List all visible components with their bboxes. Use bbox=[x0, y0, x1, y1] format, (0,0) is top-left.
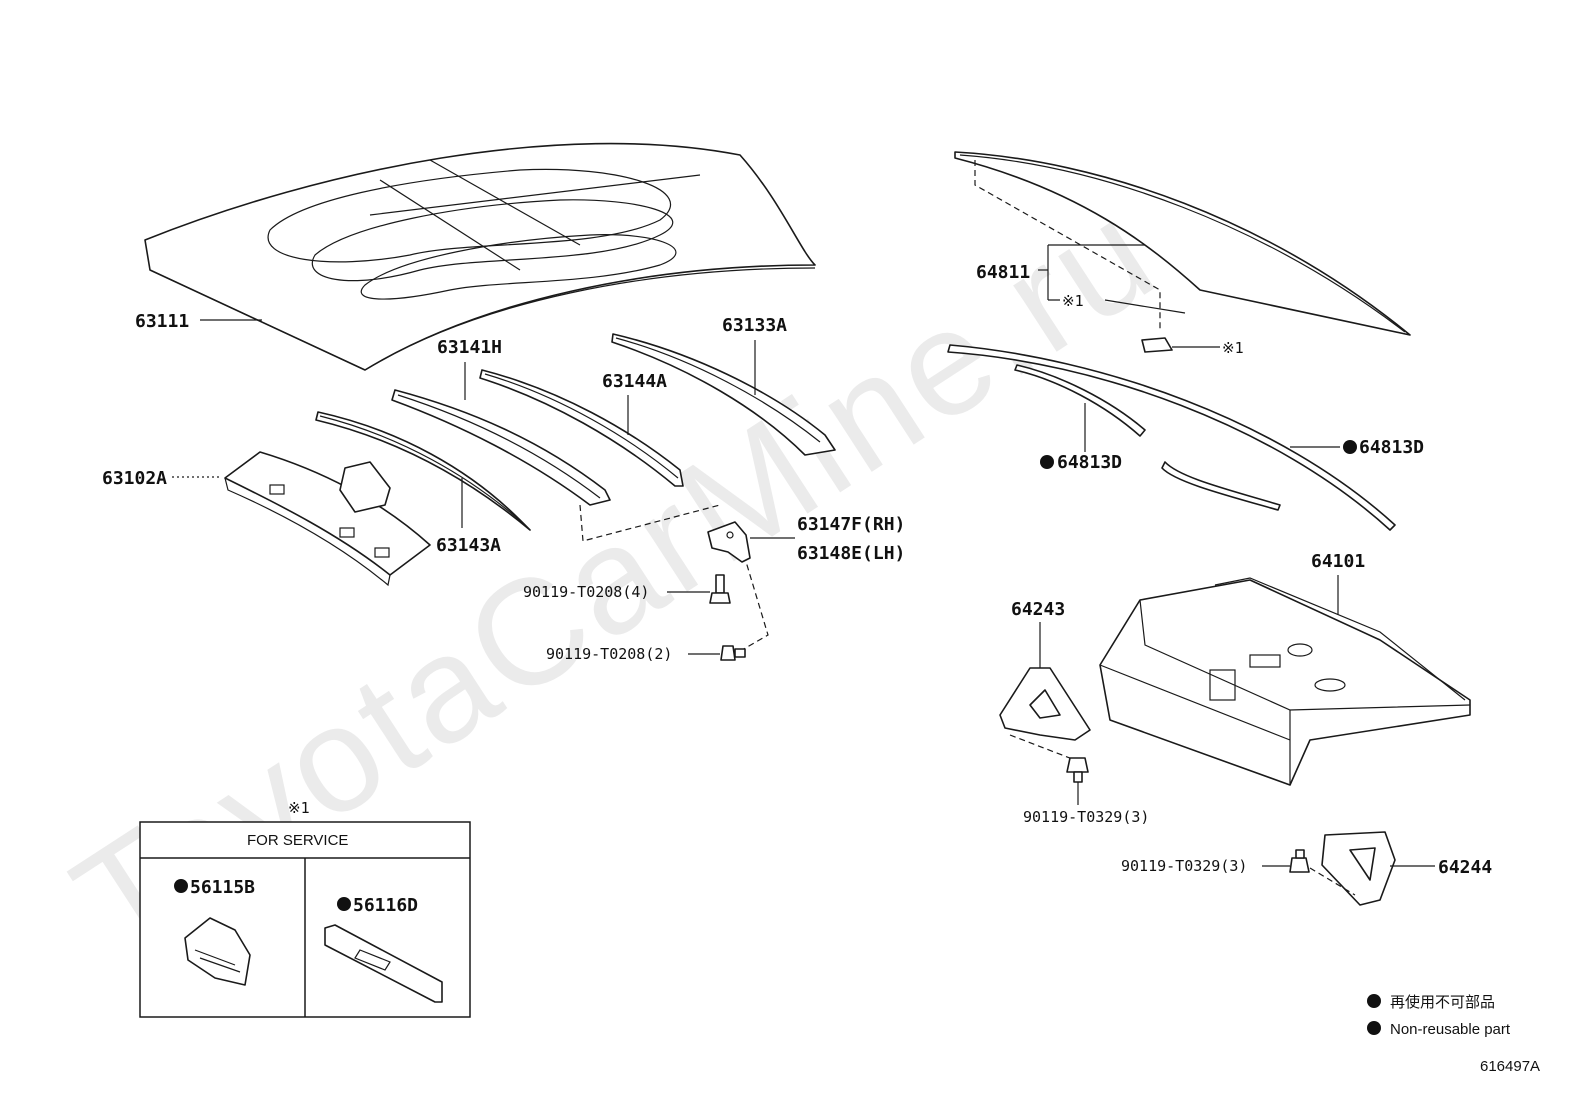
bracket-63147F-63148E bbox=[707, 521, 751, 563]
label-90119-T0329-3a: 90119-T0329(3) bbox=[1023, 808, 1149, 826]
roof-rail-63143A bbox=[315, 411, 531, 531]
label-64101: 64101 bbox=[1311, 551, 1365, 572]
non-reusable-dot-a bbox=[1343, 440, 1357, 454]
label-63147F: 63147F(RH) bbox=[797, 514, 905, 535]
service-box: ※1 FOR SERVICE 56115B 56116D bbox=[139, 799, 471, 1018]
label-90119-T0208-2: 90119-T0208(2) bbox=[546, 645, 672, 663]
legend-jp: 再使用不可部品 bbox=[1390, 994, 1495, 1011]
label-63111: 63111 bbox=[135, 311, 189, 332]
label-63148E: 63148E(LH) bbox=[797, 543, 905, 564]
label-64243: 64243 bbox=[1011, 599, 1065, 620]
non-reusable-dot-56115B bbox=[174, 879, 188, 893]
roof-panel-63111 bbox=[144, 142, 816, 371]
label-64813D-b: 64813D bbox=[1057, 452, 1122, 473]
label-56116D: 56116D bbox=[353, 895, 418, 916]
brace-64244 bbox=[1321, 831, 1396, 906]
label-63143A: 63143A bbox=[436, 535, 501, 556]
label-63141H: 63141H bbox=[437, 337, 502, 358]
roof-rail-63144A bbox=[479, 369, 684, 487]
spacer-56116D bbox=[324, 924, 443, 1003]
roof-rail-63141H bbox=[391, 389, 611, 506]
clip-56115B bbox=[184, 917, 251, 986]
legend-dot-jp bbox=[1367, 994, 1381, 1008]
label-56115B: 56115B bbox=[190, 877, 255, 898]
legend: 再使用不可部品 Non-reusable part bbox=[1367, 994, 1511, 1038]
back-window-glass-64811 bbox=[954, 151, 1411, 336]
non-reusable-dot-b bbox=[1040, 455, 1054, 469]
label-64813D-a: 64813D bbox=[1359, 437, 1424, 458]
brace-64243 bbox=[999, 667, 1091, 741]
label-64811: 64811 bbox=[976, 262, 1030, 283]
package-tray-panel-64101 bbox=[1099, 577, 1471, 786]
label-mark1-a: ※1 bbox=[1062, 292, 1084, 310]
bolt-90119-T0208-4 bbox=[709, 574, 731, 604]
label-90119-T0329-3b: 90119-T0329(3) bbox=[1121, 857, 1247, 875]
label-64244: 64244 bbox=[1438, 857, 1492, 878]
weatherstrip-64813D-outer bbox=[947, 344, 1396, 531]
glass-spacer-mark1 bbox=[1141, 337, 1173, 353]
weatherstrip-64813D-inner bbox=[1014, 364, 1281, 511]
label-63144A: 63144A bbox=[602, 371, 667, 392]
bolt-90119-T0208-2 bbox=[720, 645, 746, 661]
label-90119-T0208-4: 90119-T0208(4) bbox=[523, 583, 649, 601]
label-63133A: 63133A bbox=[722, 315, 787, 336]
service-box-mark: ※1 bbox=[288, 799, 310, 817]
diagram-id: 616497A bbox=[1480, 1058, 1540, 1075]
label-mark1-b: ※1 bbox=[1222, 339, 1244, 357]
bolt-90119-T0329-3a bbox=[1066, 757, 1089, 783]
roof-header-63102A bbox=[224, 451, 431, 587]
bolt-90119-T0329-3b bbox=[1289, 849, 1310, 873]
roof-rail-63133A bbox=[611, 333, 836, 456]
label-63102A: 63102A bbox=[102, 468, 167, 489]
legend-dot-en bbox=[1367, 1021, 1381, 1035]
non-reusable-dot-56116D bbox=[337, 897, 351, 911]
service-box-title: FOR SERVICE bbox=[247, 832, 348, 849]
legend-en: Non-reusable part bbox=[1390, 1021, 1511, 1038]
